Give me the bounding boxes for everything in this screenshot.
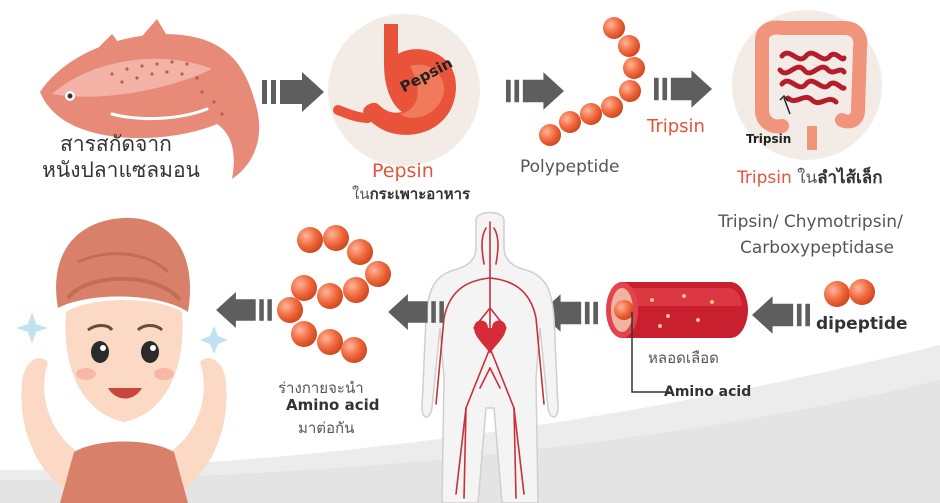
arrow-left-icon	[388, 294, 444, 330]
intestine-icon	[755, 20, 868, 150]
human-body-icon	[421, 211, 559, 503]
polypeptide-chain-icon	[539, 17, 645, 146]
amino-acid-pointer-label: Amino acid	[664, 384, 752, 400]
arrow-left-icon	[216, 292, 272, 328]
sparkle-icon	[200, 326, 228, 354]
amino-acid-pointer-line	[631, 312, 670, 393]
tripsin-arrow-label: Tripsin	[647, 116, 705, 137]
pepsin-sub-label: ในกระเพาะอาหาร	[352, 182, 470, 206]
body-label-line1: ร่างกายจะนำ	[278, 379, 364, 397]
arrow-left-icon	[752, 296, 810, 334]
salmon-fish-icon	[40, 19, 260, 180]
arrow-right-icon	[654, 70, 712, 108]
enzymes-line1: Tripsin/ Chymotripsin/	[718, 212, 903, 232]
body-label-line3: มาต่อกัน	[298, 419, 355, 437]
tripsin-caption-name: Tripsin	[737, 168, 792, 188]
blood-vessel-icon	[606, 282, 748, 338]
polypeptide-label: Polypeptide	[520, 157, 620, 177]
dipeptide-icon	[824, 279, 875, 307]
tripsin-caption-bold: ลำไส้เล็ก	[817, 168, 883, 188]
amino-chain-icon	[277, 225, 391, 363]
pepsin-sub-prefix: ใน	[352, 185, 370, 203]
pepsin-sub-bold: กระเพาะอาหาร	[369, 185, 471, 203]
enzymes-line2: Carboxypeptidase	[740, 238, 895, 258]
salmon-label-line1: สารสกัดจาก	[60, 132, 172, 156]
tripsin-caption-mid: ใน	[791, 168, 818, 188]
blood-vessel-label: หลอดเลือด	[648, 349, 719, 367]
tripsin-caption: Tripsin ในลำไส้เล็ก	[737, 164, 883, 191]
woman-face-icon	[16, 217, 228, 503]
sparkle-icon	[16, 312, 48, 344]
stomach-icon	[333, 24, 456, 135]
salmon-label-line2: หนังปลาแซลมอน	[42, 158, 200, 182]
arrow-right-icon	[506, 72, 564, 110]
tripsin-in-intestine-label: Tripsin	[746, 132, 792, 146]
dipeptide-label: dipeptide	[816, 314, 908, 334]
body-label-line2: Amino acid	[286, 396, 380, 414]
pepsin-label: Pepsin	[372, 160, 434, 182]
arrow-right-icon	[262, 72, 324, 112]
